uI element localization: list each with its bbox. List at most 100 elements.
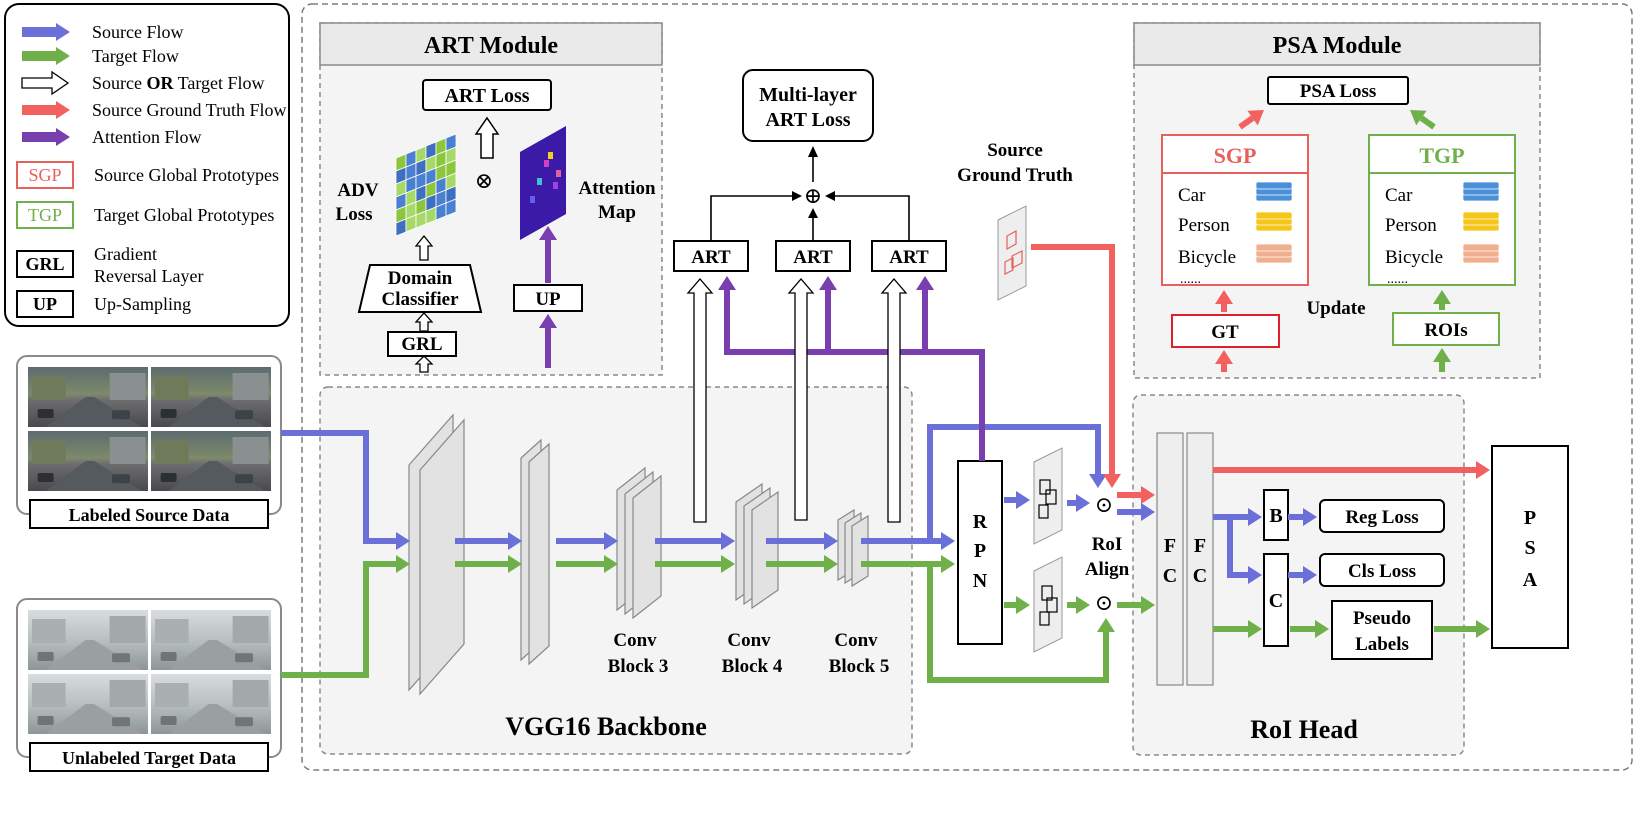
art-module-header: [319, 22, 663, 66]
psa-letter-s: S: [1524, 537, 1535, 559]
attention-hotspot: [556, 170, 561, 177]
rois-label: ROIs: [1424, 320, 1467, 341]
backbone-source-flow: [556, 532, 618, 550]
conv5-label-1: Conv: [834, 630, 878, 651]
source-fc-to-c: [1227, 517, 1262, 584]
c-to-cls-loss: [1288, 566, 1317, 584]
tgp-to-psa-loss: [1410, 110, 1436, 130]
tgp-class-more: ......: [1387, 272, 1408, 287]
source-images: [28, 367, 271, 491]
legend-up-box: [16, 290, 74, 318]
backbone-source-flow: [655, 532, 735, 550]
conv-slab: [751, 490, 779, 610]
fc2-letter-f: F: [1194, 535, 1206, 557]
art-box-2: [775, 240, 851, 272]
otimes-symbol: ⊗: [475, 168, 493, 193]
conv4-label-1: Conv: [727, 630, 771, 651]
rpn-box: [957, 460, 1003, 645]
psa-module-header: [1133, 22, 1541, 66]
adv-loss-label-2: Loss: [336, 204, 373, 225]
gt-box: [1171, 314, 1280, 348]
legend-attention-flow-label: Attention Flow: [92, 127, 202, 147]
gt-to-roialign: [1031, 244, 1121, 488]
source-data-label: Labeled Source Data: [69, 505, 230, 525]
psa-letter-a: A: [1523, 569, 1538, 591]
target-data-label: Unlabeled Target Data: [62, 748, 236, 768]
rpn-target-proposal-flow: [1004, 596, 1030, 614]
rpn-letter-p: P: [974, 540, 986, 562]
pseudo-labels-label-2: Labels: [1355, 634, 1409, 655]
conv3-label-2: Block 3: [608, 656, 669, 677]
source-input-flow: [281, 430, 410, 550]
gt-label: GT: [1211, 322, 1239, 343]
sgp-class-car: Car: [1178, 185, 1206, 206]
attention-map-image: [520, 126, 566, 240]
rpn-attention-to-art1: [718, 276, 985, 461]
psa-loss-box: [1267, 76, 1409, 105]
reg-loss-label: Reg Loss: [1345, 507, 1418, 528]
adv-grid-cell: [445, 198, 457, 217]
rpn-letter-r: R: [973, 511, 988, 533]
sgp-class-person: Person: [1178, 215, 1230, 236]
psa-block: [1491, 445, 1569, 649]
source-thumbnail: [151, 367, 271, 427]
domain-classifier-box: [357, 264, 483, 313]
backbone-target-flow: [655, 555, 735, 573]
conv5-to-art3-arrow: [880, 278, 908, 523]
c-label: C: [1269, 590, 1283, 612]
proposal-image-target: [1033, 556, 1063, 653]
prototype-layer: [1462, 243, 1500, 252]
sgp-class-bicycle: Bicycle: [1178, 247, 1236, 268]
attention-to-up: [539, 314, 557, 368]
conv-slab: [851, 514, 869, 588]
sgp-to-psa-loss: [1238, 110, 1264, 130]
c-box: [1263, 553, 1289, 647]
legend-grl-label-1: Gradient: [94, 244, 157, 264]
attention-hotspot: [553, 182, 558, 189]
tgp-class-bicycle: Bicycle: [1385, 247, 1443, 268]
domain-classifier-label-2: Classifier: [381, 289, 459, 310]
backbone-source-flow: [766, 532, 838, 550]
target-fc-to-c: [1213, 620, 1262, 638]
psa-module-title: PSA Module: [1273, 33, 1402, 59]
conv4-label-2: Block 4: [722, 656, 783, 677]
legend-sgp-abbr: SGP: [28, 165, 61, 185]
proposal-source-to-roialign: [1067, 494, 1090, 512]
backbone-target-flow: [455, 555, 522, 573]
roi-align-odot-source: ⊙: [1095, 492, 1113, 517]
legend-gt-flow-label: Source Ground Truth Flow: [92, 100, 287, 120]
legend-arrow-attention-flow: [22, 128, 70, 146]
art-connectors: [710, 156, 910, 241]
attention-map-label-1: Attention: [578, 178, 655, 199]
conv4-to-art2-arrow: [787, 278, 815, 521]
prototype-layer: [1255, 243, 1293, 252]
tgp-class-person: Person: [1385, 215, 1437, 236]
conv3-label-1: Conv: [613, 630, 657, 651]
legend-tgp-label: Target Global Prototypes: [94, 205, 274, 225]
cls-loss-label: Cls Loss: [1348, 561, 1416, 582]
domain-to-adv-arrow: [414, 234, 434, 261]
gt-to-sgp: [1215, 290, 1233, 312]
rois-to-tgp: [1433, 290, 1451, 310]
legend-arrow-target-flow: [22, 47, 70, 65]
legend-sgp-box: [16, 161, 74, 189]
grl-label: GRL: [401, 334, 442, 355]
adv-loss-grid: [395, 133, 457, 237]
legend-either-flow-label: Source OR Target Flow: [92, 73, 265, 93]
target-data-label-box: [29, 742, 269, 772]
art-connector-heads: [792, 146, 835, 218]
gt-roialign-to-fc: [1117, 486, 1155, 504]
attention-to-art3: [916, 276, 934, 352]
target-thumbnail: [28, 674, 148, 734]
attention-hotspot: [548, 152, 553, 159]
multi-layer-art-loss-box: [742, 69, 874, 142]
target-thumbnail: [151, 674, 271, 734]
c-to-pseudo: [1290, 620, 1329, 638]
rpn-source-proposal-flow: [1004, 491, 1030, 509]
attention-to-art2: [819, 276, 837, 352]
source-gt-label-2: Ground Truth: [957, 165, 1073, 186]
rois-box: [1392, 312, 1500, 346]
legend-target-flow-label: Target Flow: [92, 46, 179, 66]
